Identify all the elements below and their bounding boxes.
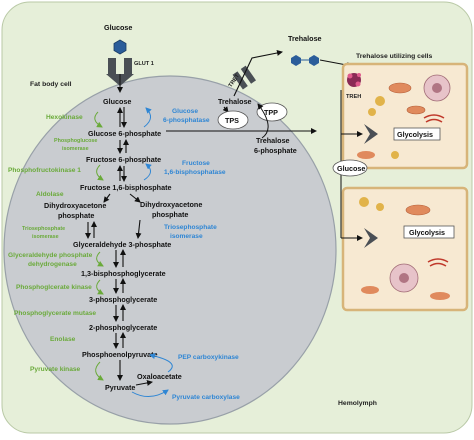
- enzyme-pgm: Phosphoglycerate mutase: [14, 310, 96, 317]
- lipid-droplet-icon: [375, 96, 385, 106]
- treh-enzyme-icon: [347, 73, 361, 87]
- enzyme-pc: Pyruvate carboxylase: [172, 394, 240, 401]
- gapdh-arrow: [96, 251, 104, 267]
- metabolite-f6p: Fructose 6-phosphate: [86, 155, 161, 164]
- metabolite-pep: Phosphoenolpyruvate: [82, 350, 157, 359]
- glycolysis-box-2: [403, 225, 455, 239]
- glucose-side-label: Glucose: [337, 164, 365, 173]
- metabolite-g3p: Glyceraldehyde 3-phosphate: [73, 240, 171, 249]
- enzyme-enolase: Enolase: [50, 336, 76, 343]
- pk-arrow: [95, 361, 104, 381]
- fat-body-cell-label: Fat body cell: [30, 81, 72, 88]
- enzyme-aldolase: Aldolase: [36, 191, 64, 198]
- enzyme-pgi-1: Phosphoglucose: [54, 138, 97, 144]
- trehalose-utilizing-cells-label: Trehalose utilizing cells: [356, 53, 433, 60]
- metabolite-pyruvate: Pyruvate: [105, 383, 135, 392]
- enzyme-gapdh-2: dehydrogenase: [28, 261, 77, 268]
- enzyme-tpi-blue-1: Triosephosphate: [164, 224, 217, 231]
- enzyme-pk: Pyruvate kinase: [30, 366, 81, 373]
- tpp-label: TPP: [264, 108, 278, 117]
- metabolite-t6p-2: 6-phosphate: [254, 146, 297, 155]
- golgi-icon-2: [427, 258, 449, 267]
- mitochondria-icon-6: [361, 286, 379, 294]
- lipid-droplet-icon-4: [359, 197, 369, 207]
- tps-enzyme: [217, 110, 249, 130]
- trehalose-out-label: Trehalose: [288, 34, 322, 43]
- mitochondria-icon: [388, 82, 412, 94]
- nucleolus-icon: [432, 83, 442, 93]
- pepck-arrow: [149, 353, 173, 373]
- enzyme-g6pase-1: Glucose: [172, 108, 198, 115]
- glut1-label: GLUT 1: [134, 61, 154, 67]
- trehalose-export-arrow: [233, 50, 283, 97]
- glucose-top-label: Glucose: [104, 23, 132, 32]
- metabolite-f16bp: Fructose 1,6-bisphosphate: [80, 183, 171, 192]
- hemolymph-label: Hemolymph: [338, 400, 377, 407]
- utilizing-cell-2: [341, 186, 469, 312]
- fat-body-cell: [3, 75, 337, 425]
- metabolite-trehalose-in: Trehalose: [218, 97, 252, 106]
- tps-label: TPS: [225, 116, 239, 125]
- hexokinase-arrow: [94, 111, 103, 128]
- enzyme-tpi-2: isomerase: [32, 234, 59, 240]
- metabolite-13bpg: 1,3-bisphosphoglycerate: [81, 269, 166, 278]
- pc-arrow: [131, 389, 169, 397]
- metabolite-dhap-2: phosphate: [58, 211, 94, 220]
- glucose-side-node: [332, 159, 368, 177]
- mitochondria-icon-2: [406, 105, 426, 115]
- enzyme-tpi-1: Triosephosphate: [22, 226, 65, 232]
- tpp-enzyme: [256, 102, 288, 122]
- enzyme-tpi-blue-2: isomerase: [170, 233, 203, 240]
- metabolite-glucose: Glucose: [103, 97, 131, 106]
- enzyme-gapdh-1: Glyceraldehyde phosphate: [8, 252, 93, 259]
- metabolite-2pg: 2-phosphoglycerate: [89, 323, 157, 332]
- tpp-arrow: [257, 103, 269, 139]
- metabolite-3pg: 3-phosphoglycerate: [89, 295, 157, 304]
- enzyme-pepck: PEP carboxykinase: [178, 354, 239, 361]
- nucleolus-icon-2: [399, 273, 409, 283]
- mitochondria-icon-3: [357, 151, 375, 159]
- pgk-arrow: [96, 279, 104, 295]
- enzyme-g6pase-2: 6-phosphatase: [163, 117, 210, 124]
- enzyme-hexokinase: Hexokinase: [46, 114, 83, 121]
- lipid-droplet-icon-5: [376, 203, 384, 211]
- hexagon-glucose-icon: [113, 39, 127, 55]
- enzyme-pgk: Phosphoglcerate kinase: [16, 284, 92, 291]
- mitochondria-icon-5: [430, 292, 450, 300]
- pfk-arrow: [96, 164, 104, 181]
- metabolite-dhap-r2: phosphate: [152, 210, 188, 219]
- treh-label: TREH: [346, 94, 361, 100]
- glycolysis-label-1: Glycolysis: [397, 130, 433, 139]
- metabolite-g6p: Glucose 6-phosphate: [88, 129, 161, 138]
- mitochondria-icon-4: [405, 204, 431, 216]
- metabolite-dhap-1: Dihydroxyacetone: [44, 201, 106, 210]
- enzyme-fbpase-2: 1,6-bisphosphatase: [164, 169, 226, 176]
- glycolysis-box-1: [393, 127, 441, 141]
- metabolite-t6p-1: Trehalose: [256, 136, 290, 145]
- glycolysis-label-2: Glycolysis: [409, 228, 445, 237]
- lipid-droplet-icon-2: [368, 108, 376, 116]
- tret-transporter-icon: [232, 65, 256, 90]
- g6pase-arrow: [143, 107, 152, 128]
- metabolite-oxaloacetate: Oxaloacetate: [137, 372, 182, 381]
- chevron-arrow-icon-2: [364, 228, 378, 248]
- enzyme-pgi-2: isomerase: [62, 146, 89, 152]
- pathway-arrows: [85, 106, 317, 386]
- chevron-arrow-icon: [364, 124, 378, 144]
- enzyme-fbpase-1: Fructose: [182, 160, 210, 167]
- enzyme-pfk: Phosphofructokinase 1: [8, 167, 81, 174]
- metabolite-dhap-r1: Dihydroxyacetone: [140, 200, 202, 209]
- trehalose-molecule-icon: [291, 55, 319, 66]
- golgi-icon: [423, 114, 445, 123]
- lipid-droplet-icon-3: [391, 151, 399, 159]
- fbpase-arrow: [143, 163, 152, 181]
